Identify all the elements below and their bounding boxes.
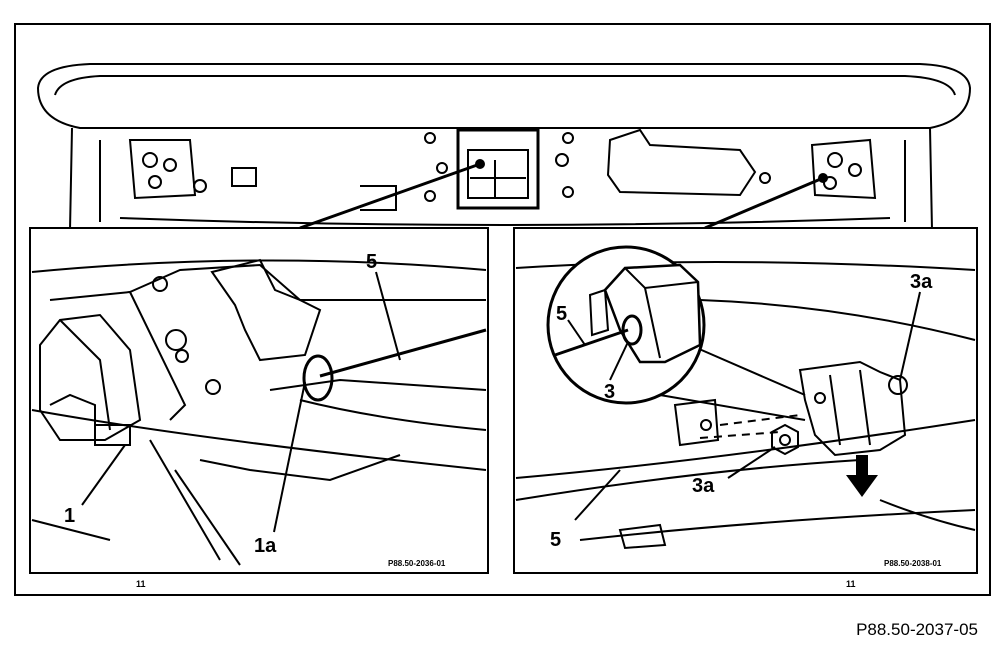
left-panel-code: P88.50-2036-01 [388,559,446,568]
label-5-left: 5 [366,251,377,273]
figure-reference: P88.50-2037-05 [856,620,978,639]
label-3a-nut: 3a [692,475,715,497]
left-panel-drawing [31,258,487,566]
magnifier-detail [546,245,706,405]
right-corner-mark: 11 [846,579,856,589]
down-arrow-icon [846,455,878,497]
label-5-magnifier: 5 [556,303,567,325]
left-corner-mark: 11 [136,579,146,589]
right-panel-drawing [515,260,976,550]
label-3: 3 [604,381,615,403]
right-panel-code: P88.50-2038-01 [884,559,942,568]
overview-trunk-lid [36,63,972,231]
label-1: 1 [64,505,75,527]
label-3a-top: 3a [910,271,933,293]
left-detail-panel [29,227,489,574]
label-1a: 1a [254,535,277,557]
label-5-right: 5 [550,529,561,551]
